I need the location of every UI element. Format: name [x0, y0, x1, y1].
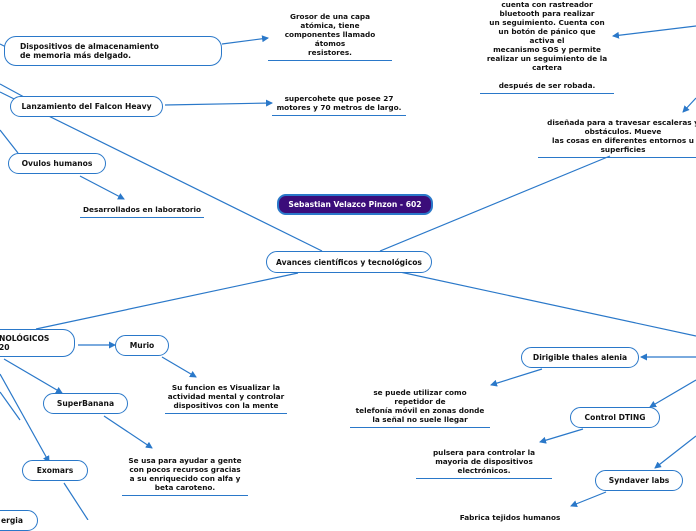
node-falcon-heavy[interactable]: Lanzamiento del Falcon Heavy [10, 96, 163, 117]
edge-right-escaleras [682, 97, 696, 113]
node-dirigible-text: Dirigible thales alenia [532, 353, 628, 362]
node-dirigible[interactable]: Dirigible thales alenia [521, 347, 639, 368]
map-title-text: Sebastian Velazco Pinzon - 602 [288, 200, 422, 209]
edge-center-upper-right [379, 155, 611, 252]
note-laboratorio: Desarrollados en laboratorio [80, 205, 204, 218]
node-dispositivos[interactable]: Dispositivos de almacenamiento de memori… [4, 36, 222, 66]
edge-right-rastreador [612, 25, 696, 39]
node-energia-text: ergia [0, 516, 23, 525]
node-syndaver-text: Syndaver labs [608, 476, 670, 485]
edge-center-upper-left [0, 91, 323, 252]
note-supercohete: supercohete que posee 27 motores y 70 me… [272, 94, 406, 116]
node-tecnologicos[interactable]: NOLÓGICOS 20 [0, 329, 75, 357]
edge-right-control [649, 379, 696, 408]
edge-tec-energia [0, 391, 21, 421]
node-ovulos[interactable]: Ovulos humanos [8, 153, 106, 174]
edge-right-syndaver [654, 435, 696, 469]
edge-tec-superbanana [3, 358, 63, 394]
note-grosor: Grosor de una capa atómica, tiene compon… [268, 12, 392, 61]
map-title[interactable]: Sebastian Velazco Pinzon - 602 [277, 194, 433, 215]
node-murio[interactable]: Murio [115, 335, 169, 356]
edge-banana-desc [103, 415, 153, 449]
note-escaleras: diseñada para a travesar escaleras y obs… [538, 118, 696, 158]
node-superbanana[interactable]: SuperBanana [43, 393, 128, 414]
edge-dispositivos-grosor [221, 35, 269, 45]
node-exomars-text: Exomars [36, 466, 74, 475]
edge-control-pulsera [539, 428, 584, 444]
edge-murio-desc [161, 356, 197, 378]
node-murio-text: Murio [129, 341, 155, 350]
note-tejidos: Fabrica tejidos humanos [459, 513, 561, 522]
edge-left-ovulos [0, 129, 19, 154]
note-murio-desc: Su funcion es Visualizar la actividad me… [165, 383, 287, 414]
edge-exomars-down [63, 482, 89, 520]
note-pulsera: pulsera para controlar la mayoria de dis… [416, 448, 552, 479]
node-control-dting[interactable]: Control DTING [570, 407, 660, 428]
note-banana-desc: Se usa para ayudar a gente con pocos rec… [122, 456, 248, 496]
edge-center-right [399, 271, 696, 337]
node-syndaver[interactable]: Syndaver labs [595, 470, 683, 491]
edge-syndaver-tejidos [570, 491, 607, 508]
note-rastreador: cuenta con rastreador bluetooth para rea… [480, 0, 614, 94]
node-tecnologicos-text: NOLÓGICOS 20 [0, 334, 50, 352]
node-dispositivos-text: Dispositivos de almacenamiento de memori… [20, 42, 159, 60]
node-falcon-heavy-text: Lanzamiento del Falcon Heavy [21, 102, 152, 111]
node-exomars[interactable]: Exomars [22, 460, 88, 481]
node-control-dting-text: Control DTING [584, 413, 646, 422]
central-topic[interactable]: Avances científicos y tecnológicos [266, 251, 432, 273]
node-ovulos-text: Ovulos humanos [21, 159, 93, 168]
node-superbanana-text: SuperBanana [56, 399, 115, 408]
edge-falcon-supercohete [164, 99, 273, 107]
edge-center-left [35, 272, 299, 330]
node-energia[interactable]: ergia [0, 510, 38, 531]
edge-tec-exomars [0, 373, 50, 463]
edge-left-falcon [0, 83, 25, 98]
edge-ovulos-laboratorio [79, 175, 125, 200]
connector-lines [0, 25, 696, 520]
note-telefonia: se puede utilizar como repetidor de tele… [350, 388, 490, 428]
edge-dirigible-telefonia [490, 368, 543, 387]
central-topic-text: Avances científicos y tecnológicos [276, 257, 422, 267]
